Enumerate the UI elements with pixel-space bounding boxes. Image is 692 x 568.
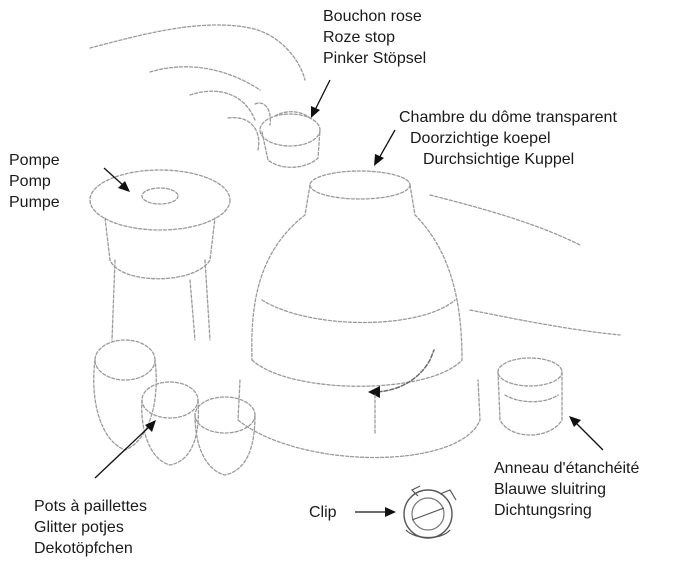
stopper-arrow: [311, 80, 330, 118]
dome-label-de: Durchsichtige Kuppel: [399, 149, 617, 170]
dome-label-fr: Chambre du dôme transparent: [399, 107, 617, 128]
dome-label-nl: Doorzichtige koepel: [399, 128, 617, 149]
pump-illustration: [90, 170, 230, 340]
pump-label-nl: Pomp: [9, 171, 60, 192]
seal-ring-arrow: [569, 416, 603, 450]
clip-label: Clip: [309, 502, 337, 523]
dome-label: Chambre du dôme transparent Doorzichtige…: [399, 107, 617, 170]
dome-illustration: [238, 171, 620, 458]
seal-ring-label: Anneau d'étanchéité Blauwe sluitring Dic…: [494, 458, 639, 521]
dome-arrow: [374, 130, 395, 166]
glitter-pots-label-de: Dekotöpfchen: [34, 538, 147, 559]
glitter-pots-label-fr: Pots à paillettes: [34, 496, 147, 517]
stopper-label-fr: Bouchon rose: [323, 6, 426, 27]
hand-illustration: [90, 25, 305, 150]
seal-ring-illustration: [498, 358, 562, 435]
stopper-label-de: Pinker Stöpsel: [323, 48, 426, 69]
clip-illustration: [404, 486, 456, 538]
seal-ring-label-de: Dichtungsring: [494, 500, 639, 521]
glitter-pots-label-nl: Glitter potjes: [34, 517, 147, 538]
clip-arrow: [355, 507, 396, 517]
pump-label-de: Pumpe: [9, 192, 60, 213]
pump-label: Pompe Pomp Pumpe: [9, 150, 60, 213]
seal-ring-label-fr: Anneau d'étanchéité: [494, 458, 639, 479]
glitter-pots-illustration: [94, 340, 255, 475]
seal-ring-label-nl: Blauwe sluitring: [494, 479, 639, 500]
clip-label-text: Clip: [309, 502, 337, 523]
pump-label-fr: Pompe: [9, 150, 60, 171]
stopper-label: Bouchon rose Roze stop Pinker Stöpsel: [323, 6, 426, 69]
glitter-pots-label: Pots à paillettes Glitter potjes Dekotöp…: [34, 496, 147, 559]
stopper-illustration: [260, 112, 320, 168]
stopper-label-nl: Roze stop: [323, 27, 426, 48]
